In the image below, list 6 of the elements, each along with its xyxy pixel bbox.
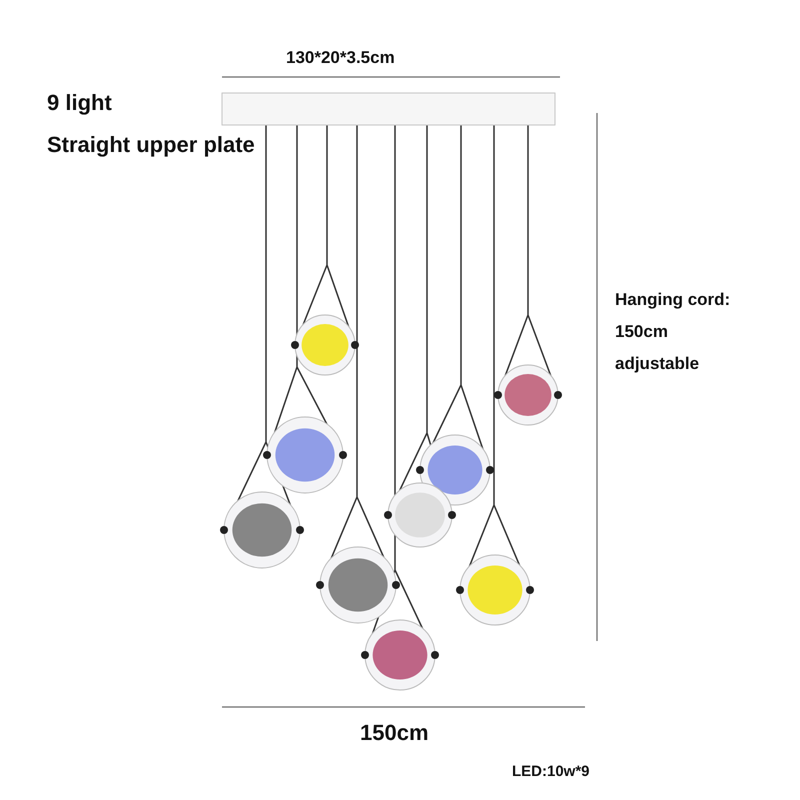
cord-length-note: Hanging cord: 150cm adjustable <box>615 289 732 375</box>
dimension-label: 130*20*3.5cm <box>286 48 395 68</box>
plate-type-label: Straight upper plate <box>47 132 255 158</box>
product-variant-label: 9 light <box>47 90 112 116</box>
power-spec-label: LED:10w*9 <box>512 763 590 780</box>
dimension-label: 150cm <box>360 720 429 746</box>
